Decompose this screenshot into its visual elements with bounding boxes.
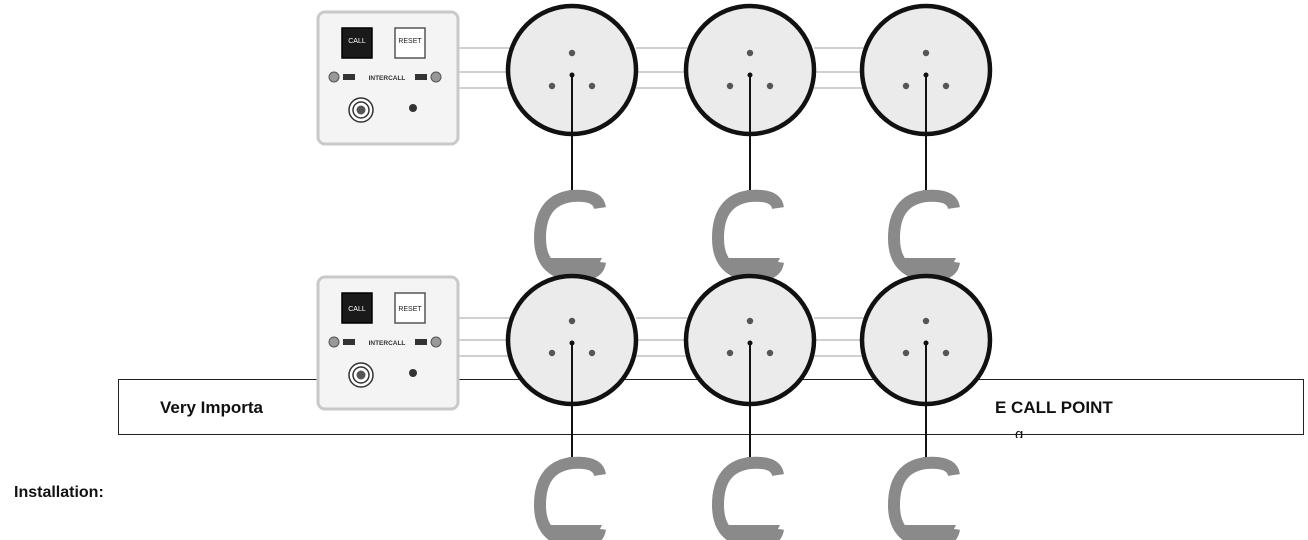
call-point-top-3 xyxy=(859,3,993,190)
installation-heading: Installation: xyxy=(14,484,104,501)
pear-push-bottom-2 xyxy=(718,457,780,540)
reset-button-label[interactable]: RESET xyxy=(398,38,422,45)
pear-push-top-3 xyxy=(894,190,956,276)
call-point-bottom-3 xyxy=(859,273,993,458)
notice-text-right: E CALL POINT xyxy=(995,398,1113,417)
bottom-row-wires xyxy=(458,317,866,357)
call-button-label[interactable]: CALL xyxy=(348,38,366,45)
pear-push-top-2 xyxy=(718,190,780,276)
call-point-bottom-1 xyxy=(505,273,639,458)
call-button-label-bottom[interactable]: CALL xyxy=(348,306,366,313)
intercall-label: INTERCALL xyxy=(369,75,406,82)
call-point-top-2 xyxy=(683,3,817,190)
pear-push-bottom-3 xyxy=(894,457,956,540)
pear-push-bottom-1 xyxy=(540,457,602,540)
notice-text-left: Very Importa xyxy=(160,398,263,417)
top-row-wires xyxy=(458,47,866,89)
pear-push-top-1 xyxy=(540,190,602,276)
reset-button-label-bottom[interactable]: RESET xyxy=(398,306,422,313)
intercall-label-bottom: INTERCALL xyxy=(369,340,406,347)
call-point-top-1 xyxy=(505,3,639,190)
notice-tail-text: g xyxy=(1015,426,1024,438)
call-point-bottom-2 xyxy=(683,273,817,458)
